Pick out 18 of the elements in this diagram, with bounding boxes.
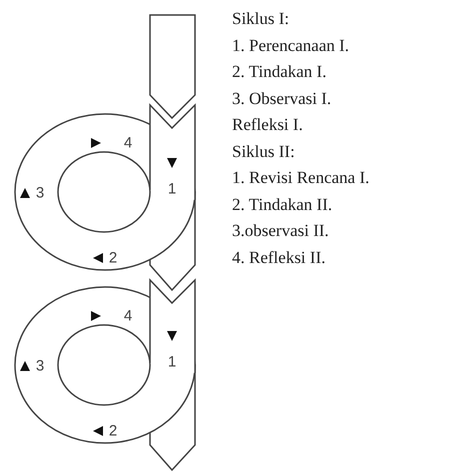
step-number: 3: [36, 186, 44, 200]
list-item: 3.observasi II.: [232, 220, 330, 242]
step-number: 3: [36, 358, 44, 374]
step-number: 1: [168, 354, 176, 370]
list-item: 2. Tindakan II.: [232, 194, 334, 216]
list-item: 2. Tindakan I.: [232, 61, 328, 83]
step-number: 4: [124, 308, 132, 324]
list-item: 4. Refleksi II.: [232, 246, 326, 268]
list-item: Siklus II:: [232, 140, 296, 162]
list-item: 3. Observasi I.: [232, 88, 332, 110]
list-item: 1. Revisi Rencana I.: [232, 167, 370, 189]
list-item: Siklus I:: [232, 8, 290, 30]
step-number: 1: [168, 182, 176, 196]
step-number: 2: [108, 250, 118, 266]
step-number: 2: [108, 424, 118, 438]
list-item: Refleksi I.: [232, 114, 304, 136]
step-number: 4: [124, 136, 132, 150]
list-item: 1. Perencanaan I.: [232, 34, 350, 56]
